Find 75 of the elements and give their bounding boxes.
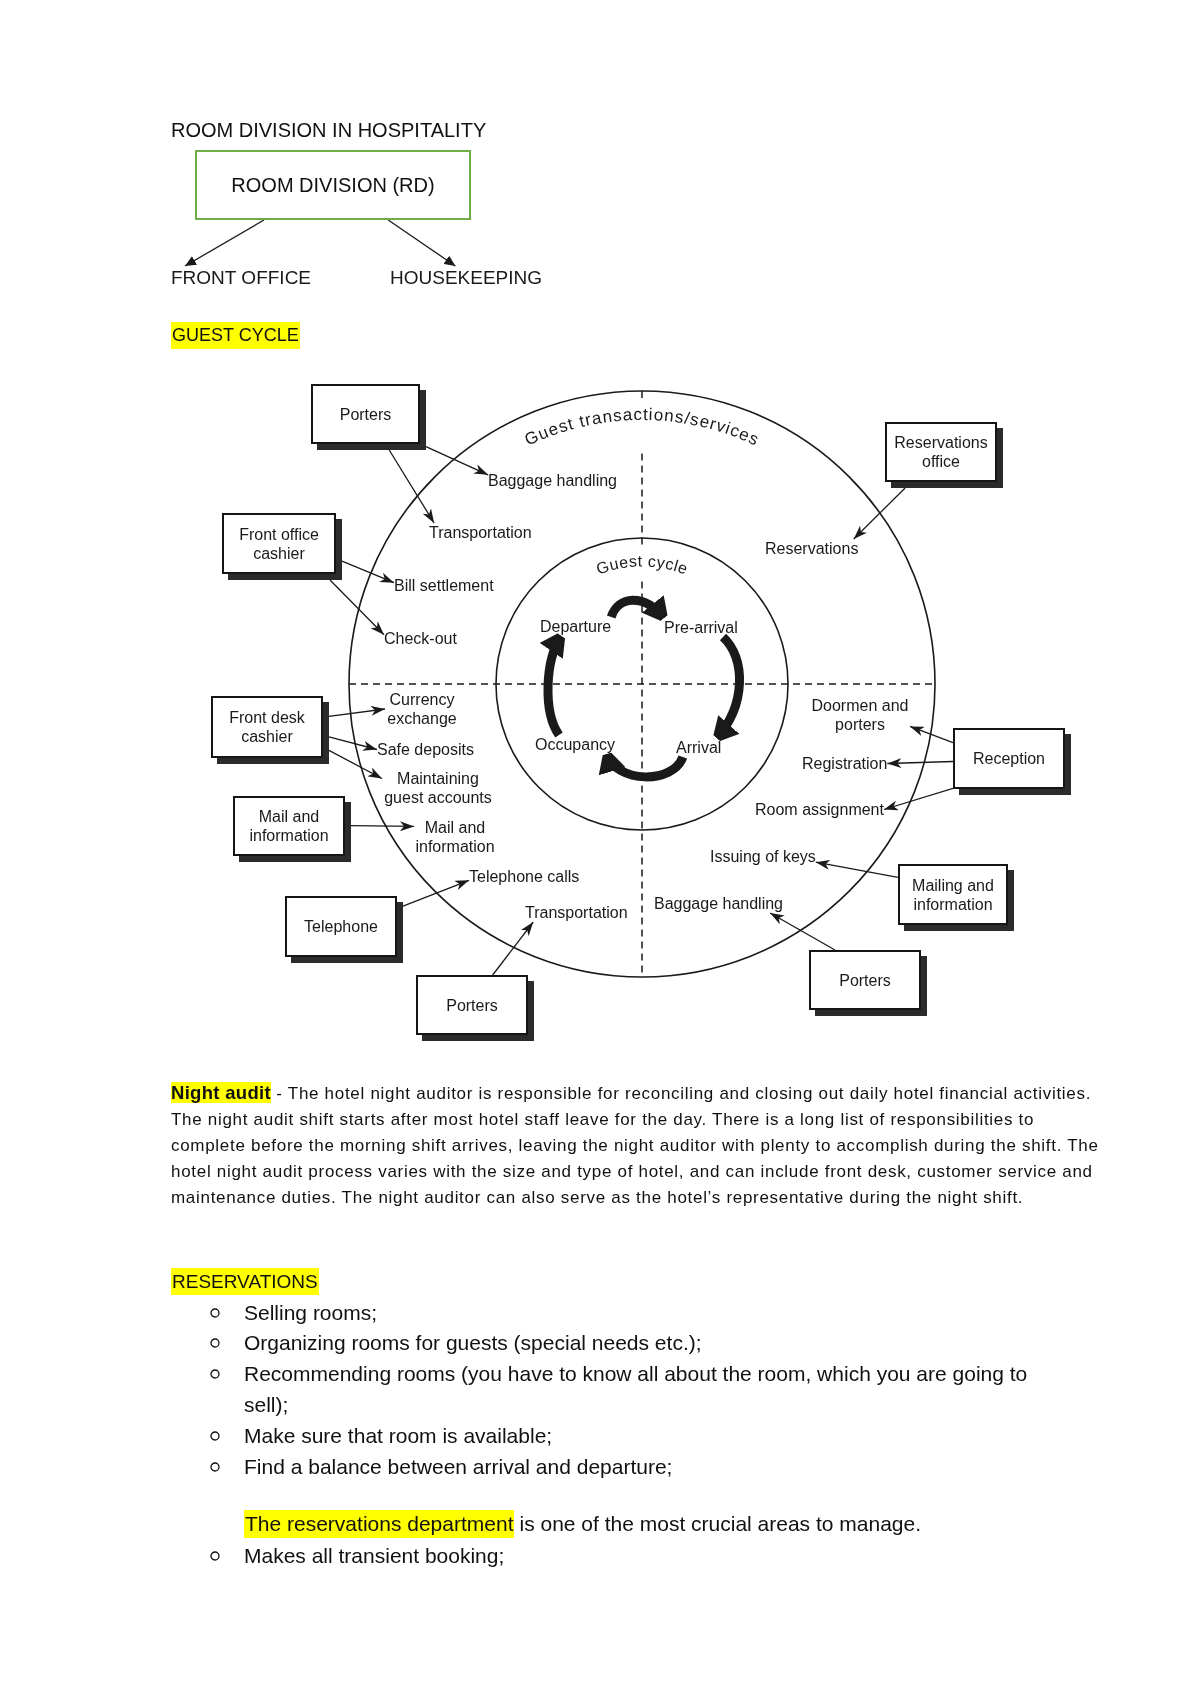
department-box [222,513,342,580]
department-box [809,950,927,1016]
paragraph: Night audit - The hotel night auditor is responsible for reconciling and closing out daily hotel financial activities. The night audit shift starts after most hotel staff leave for the day. There is a long list of responsibilities to complete before the morning shift arrives, leaving the night auditor with plenty to accomplish during the shift. The hotel night audit process varies with the size and type of hotel, and can include front desk, customer service and maintenance duties. The night auditor can also serve as the hotel’s representative during the night shift. [171,1081,1100,1209]
highlighted-phrase: The reservations department [244,1510,515,1538]
list-item: Organizing rooms for guests (special needs etc.); [244,1330,702,1356]
arrow [387,219,457,267]
department-box [311,384,426,450]
service-label: Maintaining guest accounts [382,769,494,807]
service-label: Doormen and porters [810,696,910,734]
service-label: Transportation [525,903,628,922]
branch-label: FRONT OFFICE [171,266,312,289]
arrow [402,879,470,907]
arrow [815,859,899,879]
department-box [211,696,329,764]
arrow [853,487,906,540]
branch-label: HOUSEKEEPING [390,266,543,289]
department-box [416,975,534,1041]
page-title: ROOM DIVISION IN HOSPITALITY [171,118,487,142]
service-label: Safe deposits [377,740,474,759]
service-label: Bill settlement [394,576,494,595]
service-label: Mail and information [414,818,496,856]
arrow [341,560,395,584]
department-box [285,896,403,963]
stage-label: Occupancy [535,735,616,754]
division-box [195,150,471,220]
arrow [350,821,415,832]
department-label: Mail and information [248,807,330,845]
stage-label: Departure [540,617,612,636]
department-label: Mailing and information [911,875,995,914]
department-label: Reservations office [893,433,989,471]
list-item: Recommending rooms (you have to know all about the room, which you are going to sell); [244,1361,1029,1418]
list-item: Find a balance between arrival and departure; [244,1454,673,1480]
section-heading: RESERVATIONS [171,1268,319,1295]
service-label: Transportation [429,523,532,542]
service-label: Baggage handling [488,471,617,490]
section-heading: GUEST CYCLE [171,322,300,349]
department-box [233,796,351,862]
list-item: Make sure that room is available; [244,1423,553,1449]
arrow [329,579,385,636]
service-label: Telephone calls [469,867,580,886]
arrow [328,736,378,751]
arrow [886,758,954,769]
department-box [898,864,1014,931]
department-label: Porters [446,995,498,1015]
arrow [184,219,265,267]
department-label: Front office cashier [238,524,320,563]
arrow [425,446,489,476]
service-label: Baggage handling [654,894,783,913]
ring-title: Guest cycle [593,552,691,578]
arrow [909,725,954,744]
service-label: Currency exchange [385,690,459,728]
arrow [883,787,954,811]
arrow [492,921,534,976]
department-label: Porters [839,970,891,990]
arrow [328,705,386,718]
department-label: Reception [972,749,1045,768]
department-box [953,728,1071,795]
division-label: ROOM DIVISION (RD) [231,173,435,197]
body-text: is one of the most crucial areas to manage. [519,1511,921,1537]
service-label: Check-out [384,629,457,648]
list-item: Selling rooms; [244,1300,378,1326]
arrow [769,912,836,951]
arrow [328,749,383,780]
service-label: Reservations [765,539,859,558]
department-label: Porters [339,404,392,424]
stage-label: Arrival [676,738,722,757]
service-label: Room assignment [755,800,884,819]
service-label: Registration [802,754,888,773]
list-item: Makes all transient booking; [244,1543,505,1569]
department-label: Telephone [304,917,378,936]
arrow [388,449,435,524]
service-label: Issuing of keys [710,847,816,866]
department-label: Front desk cashier [228,708,306,746]
department-box [885,422,1003,488]
stage-label: Pre-arrival [664,618,738,637]
